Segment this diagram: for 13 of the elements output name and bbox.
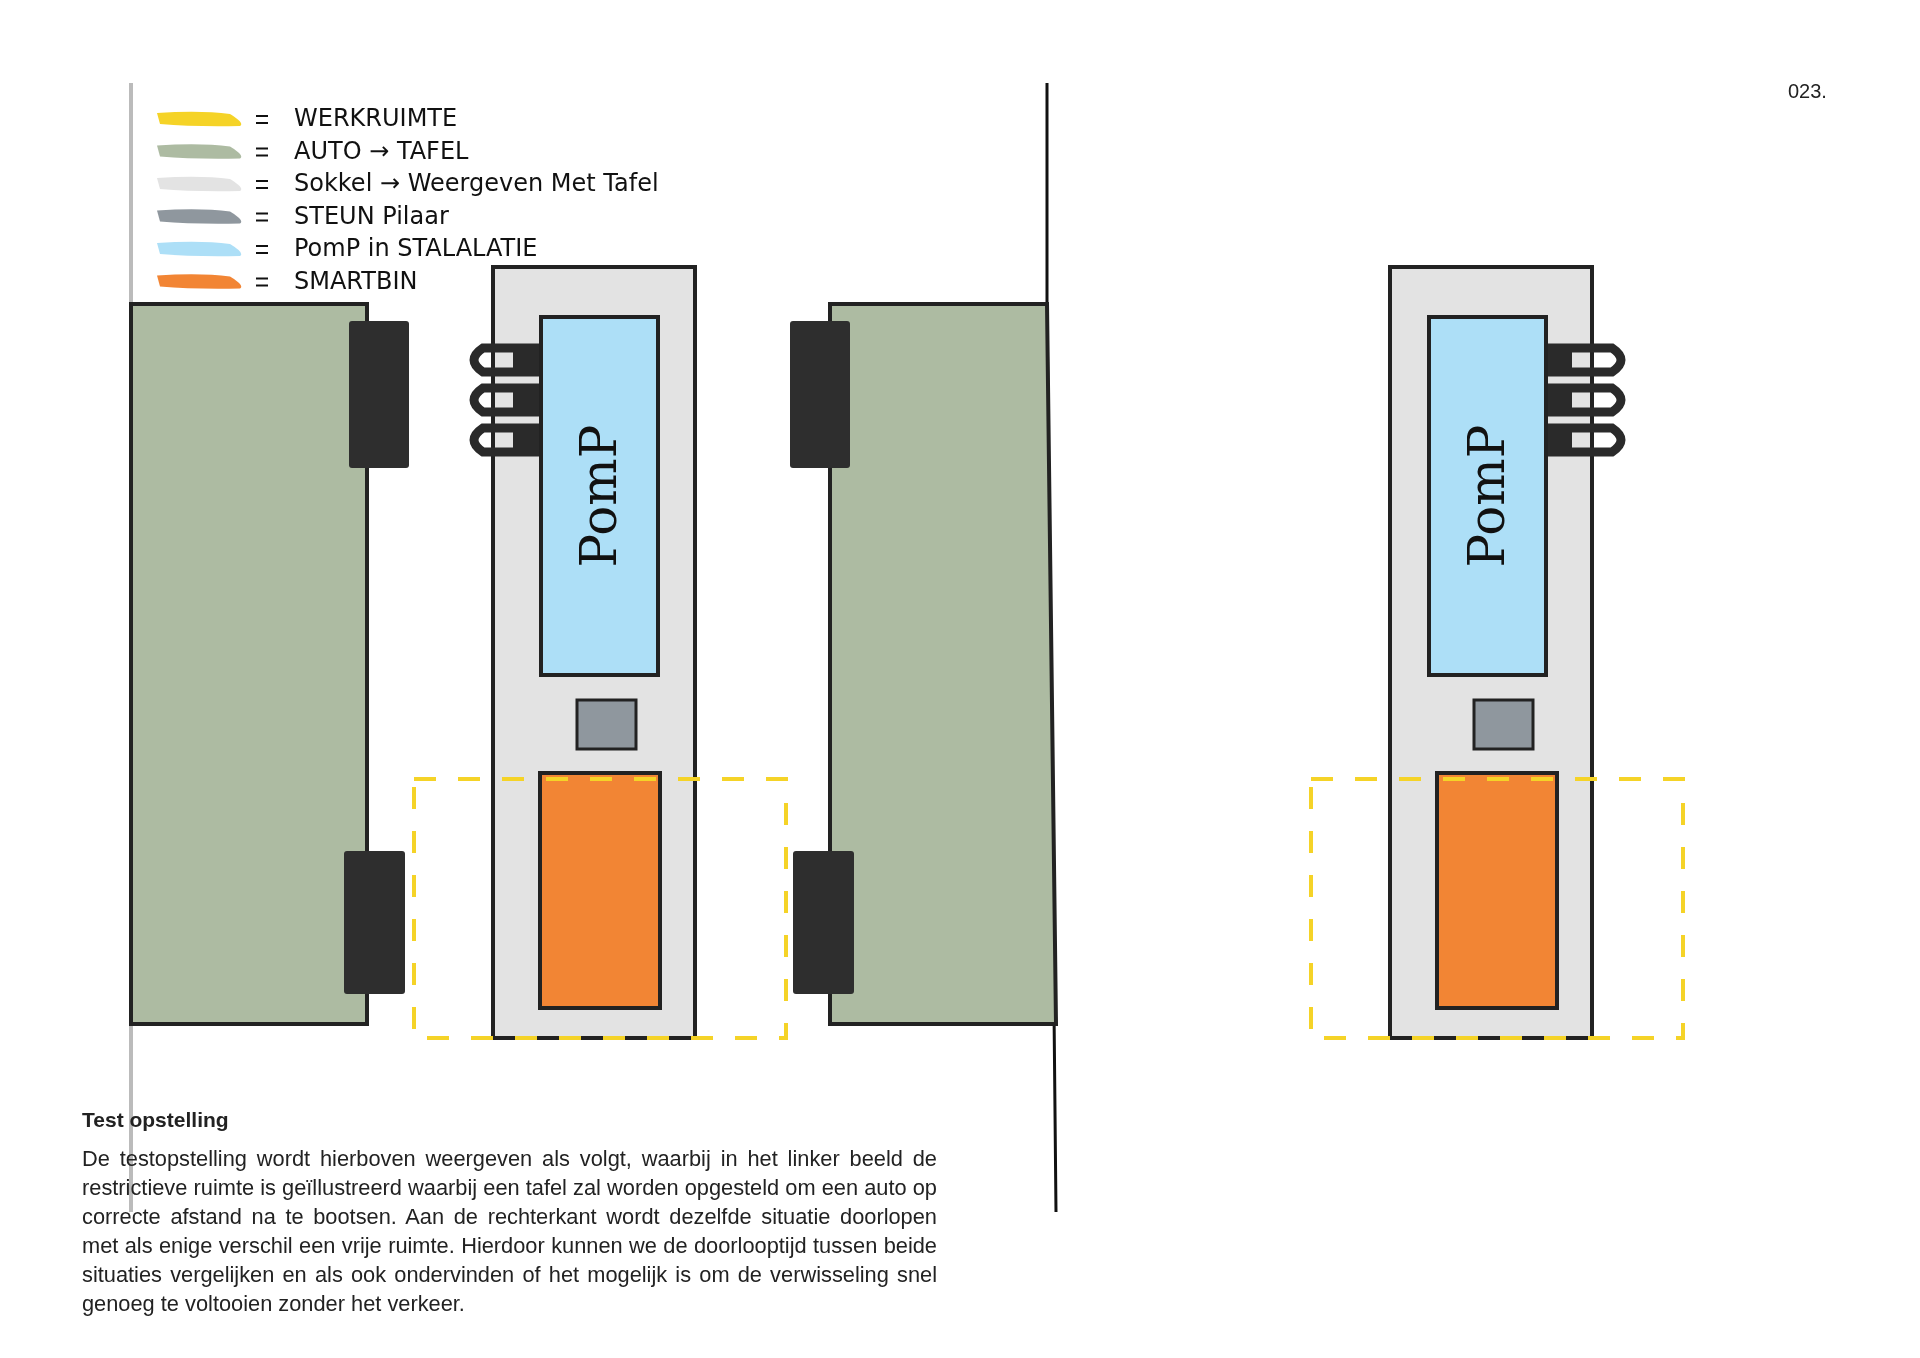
legend-label: STEUN Pilaar (294, 200, 449, 231)
legend-label: WERKRUIMTE (294, 103, 458, 133)
pump-box (1427, 315, 1548, 677)
pump-label: PomP (1458, 424, 1517, 568)
pump-box (539, 315, 660, 677)
legend-label: Sokkel → Weergeven Met Tafel (294, 168, 659, 198)
legend-label: SMARTBIN (294, 265, 418, 296)
page-number: 023. (1788, 80, 1827, 103)
legend-label: AUTO → TAFEL (294, 135, 469, 166)
body-paragraph: De testopstelling wordt hierboven weergeven als volgt, waarbij in het linker beeld de restrictieve ruimte is geïllustreerd waarbij een tafel zal worden opgesteld om een auto op correcte afstand na te bootsen. Aan de rechterkant wordt dezelfde situatie doorlopen met als enige verschil een vrije ruimte. Hierdoor kunnen we de doorlooptijd tussen beide situaties vergelijken en als ook ondervinden of het mogelijk is om de verwisseling snel genoeg te voltooien zonder het verkeer. (82, 1145, 937, 1318)
pump-label: PomP (570, 424, 629, 568)
legend-label: PomP in STALALATIE (294, 233, 538, 263)
section-heading: Test opstelling (82, 1108, 229, 1132)
